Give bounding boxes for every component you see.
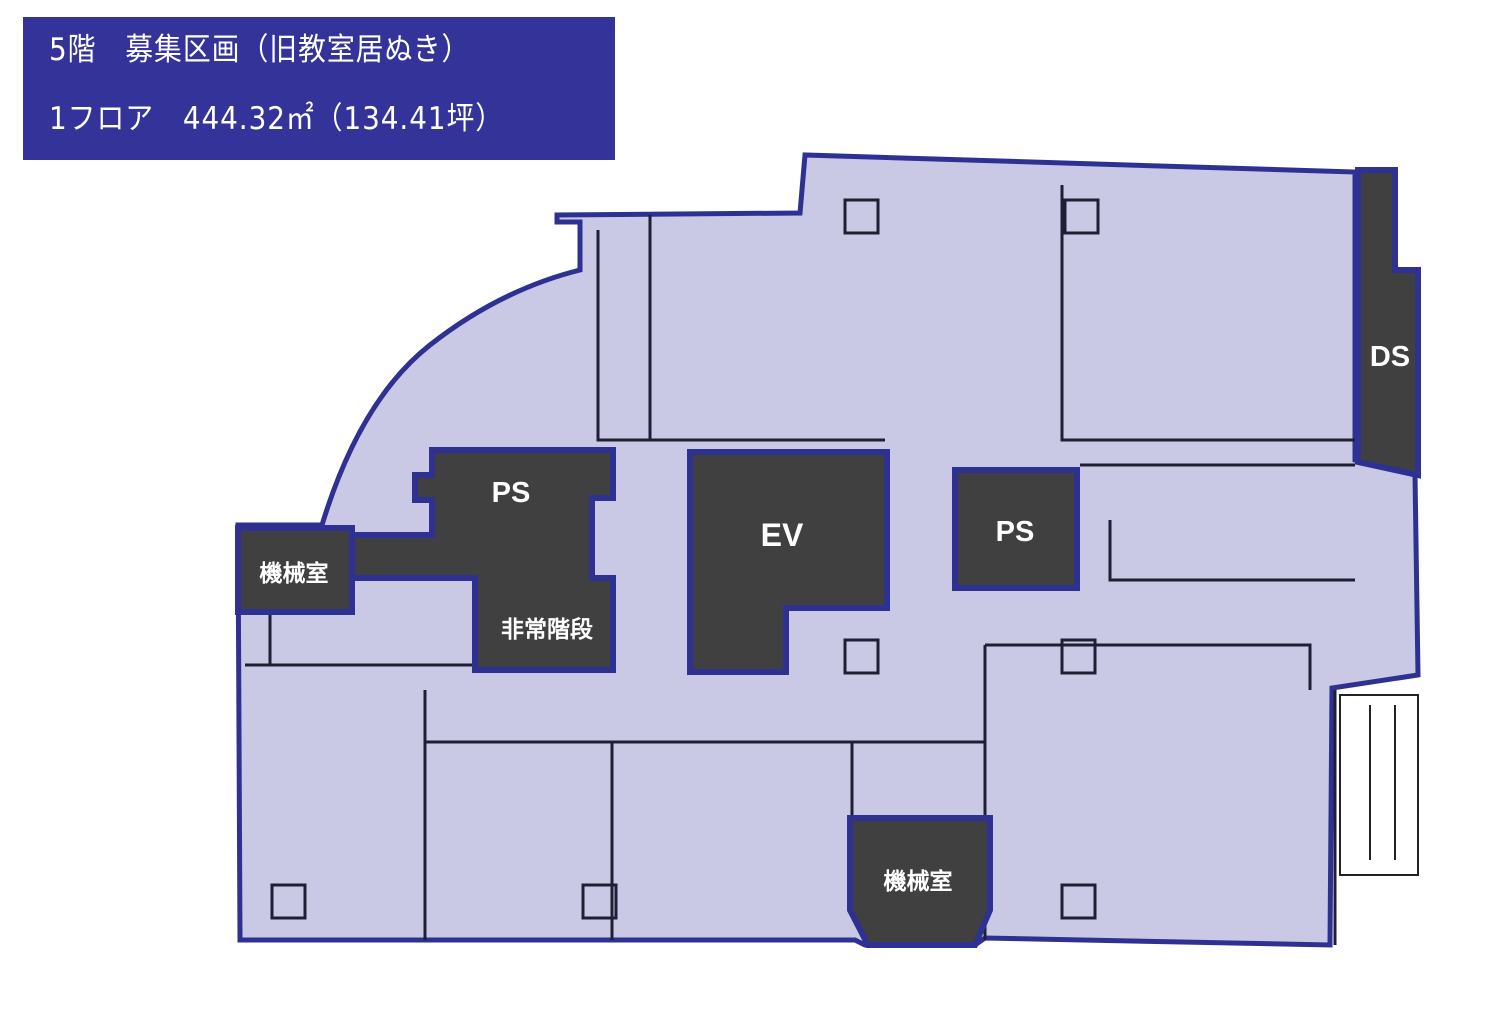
duct-shaft: [1355, 167, 1421, 479]
ps-left-label: PS: [492, 477, 531, 509]
columns: [270, 198, 1100, 920]
ps-stairs-core: [349, 447, 616, 673]
exterior-stairs: [1339, 694, 1419, 876]
interior-walls: [245, 185, 1355, 945]
machine-room-left-label: 機械室: [260, 560, 329, 586]
floor-title: 5階 募集区画（旧教室居ぬき）: [49, 32, 471, 68]
ds-label: DS: [1370, 341, 1410, 373]
machine-room-bottom: [847, 815, 993, 948]
machine-room-bottom-label: 機械室: [884, 868, 953, 894]
elevator-core: [687, 449, 890, 675]
pipe-shaft-right: [952, 467, 1080, 591]
floor-info-banner: 5階 募集区画（旧教室居ぬき） 1フロア 444.32㎡（134.41坪）: [23, 17, 615, 160]
machine-room-left: [235, 525, 355, 615]
ps-right-label: PS: [996, 516, 1035, 548]
stairs-label: 非常階段: [501, 616, 593, 642]
ev-label: EV: [761, 517, 804, 553]
floor-area: 1フロア 444.32㎡（134.41坪）: [49, 101, 505, 137]
